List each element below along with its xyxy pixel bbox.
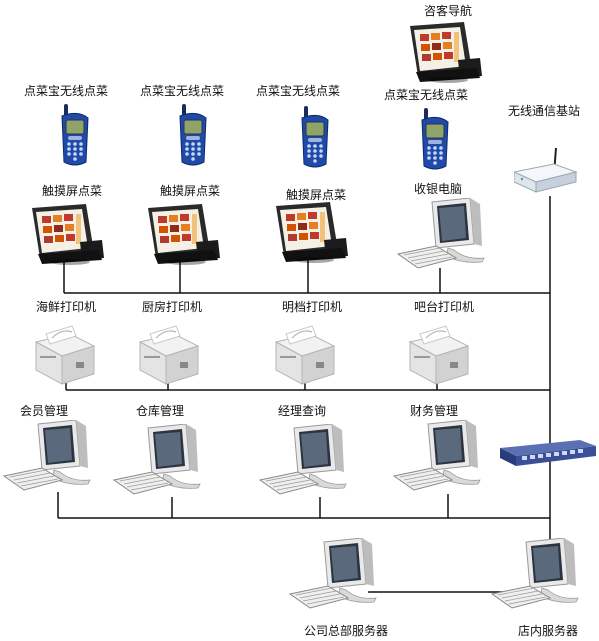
store-server-computer: [490, 538, 580, 610]
printer-kitchen: [136, 312, 202, 388]
label-cashier-pc: 收银电脑: [414, 182, 463, 196]
printer-seafood: [32, 312, 98, 388]
label-wireless-order-3: 点菜宝无线点菜: [256, 84, 341, 98]
label-touch-order-1: 触摸屏点菜: [42, 184, 103, 198]
label-store-server: 店内服务器: [518, 624, 579, 638]
label-guest-nav: 咨客导航: [424, 4, 473, 18]
touch-terminal-1: [24, 202, 108, 266]
warehouse-mgmt-computer: [112, 424, 202, 496]
router-icon: [514, 147, 577, 193]
desktop-computer-icon: [259, 424, 347, 495]
manager-query-computer: [258, 424, 348, 496]
printer-grill: [272, 312, 338, 388]
printer-icon: [275, 325, 335, 385]
desktop-computer-icon: [491, 538, 579, 609]
phone-icon: [61, 104, 89, 166]
label-printer-grill: 明档打印机: [282, 300, 343, 314]
switch-icon: [500, 440, 596, 466]
desktop-computer-icon: [289, 538, 377, 609]
finance-mgmt-computer: [392, 420, 482, 492]
label-manager-query: 经理查询: [278, 404, 327, 418]
touch-screen-pos-icon: [32, 204, 104, 265]
label-touch-order-2: 触摸屏点菜: [160, 184, 221, 198]
label-printer-seafood: 海鲜打印机: [36, 300, 97, 314]
hq-server-computer: [288, 538, 378, 610]
touch-terminal-2: [140, 202, 224, 266]
member-mgmt-computer: [2, 420, 92, 492]
label-touch-order-3: 触摸屏点菜: [286, 188, 347, 202]
label-base-station: 无线通信基站: [508, 104, 581, 118]
printer-bar: [406, 312, 472, 388]
handheld-phone-4: [416, 108, 456, 174]
label-member-mgmt: 会员管理: [20, 404, 69, 418]
guest-nav-terminal: [402, 20, 486, 84]
touch-screen-pos-icon: [276, 202, 348, 263]
desktop-computer-icon: [3, 420, 91, 491]
printer-icon: [409, 325, 469, 385]
phone-icon: [301, 106, 329, 168]
touch-terminal-3: [268, 200, 352, 264]
desktop-computer-icon: [397, 198, 485, 269]
desktop-computer-icon: [393, 420, 481, 491]
label-printer-bar: 吧台打印机: [414, 300, 475, 314]
handheld-phone-2: [174, 104, 214, 170]
label-hq-server: 公司总部服务器: [304, 624, 389, 638]
printer-icon: [35, 325, 95, 385]
label-warehouse-mgmt: 仓库管理: [136, 404, 185, 418]
cashier-computer: [396, 198, 486, 270]
wireless-base-station: [514, 146, 580, 196]
label-printer-kitchen: 厨房打印机: [142, 300, 203, 314]
printer-icon: [139, 325, 199, 385]
label-wireless-order-2: 点菜宝无线点菜: [140, 84, 225, 98]
label-wireless-order-4: 点菜宝无线点菜: [384, 88, 469, 102]
label-wireless-order-1: 点菜宝无线点菜: [24, 84, 109, 98]
touch-screen-pos-icon: [148, 204, 220, 265]
phone-icon: [179, 104, 207, 166]
desktop-computer-icon: [113, 424, 201, 495]
touch-screen-pos-icon: [410, 22, 482, 83]
phone-icon: [421, 108, 449, 170]
handheld-phone-1: [56, 104, 96, 170]
handheld-phone-3: [296, 106, 336, 172]
label-finance-mgmt: 财务管理: [410, 404, 459, 418]
network-switch: [500, 440, 596, 468]
